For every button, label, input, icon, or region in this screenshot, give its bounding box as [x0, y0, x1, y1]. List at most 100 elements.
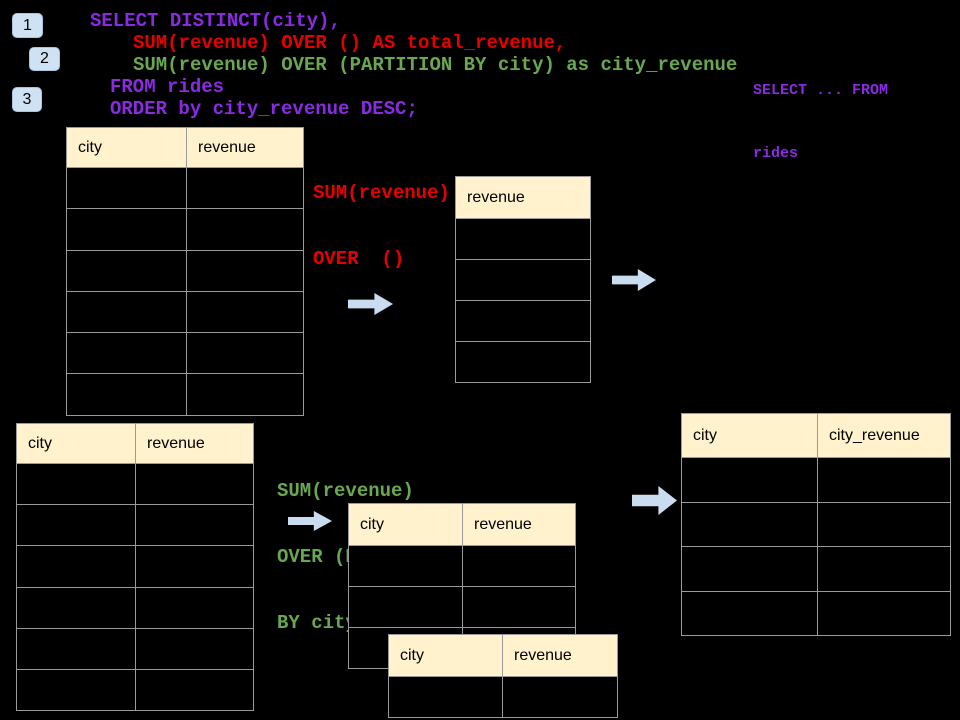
flow-arrow-to-revenue-icon [348, 293, 393, 315]
flow-arrow-to-city-revenue-icon [632, 486, 677, 515]
column-header: city [388, 634, 503, 677]
table-row [16, 545, 254, 588]
side-note: SELECT ... FROM rides [753, 38, 888, 206]
empty-cell [16, 462, 136, 506]
flow-arrow-from-revenue-icon [612, 269, 656, 291]
table-row [681, 457, 951, 503]
empty-cell [681, 457, 818, 503]
empty-cell [462, 545, 576, 587]
step-badge-2: 2 [29, 47, 60, 71]
table-row [455, 259, 591, 301]
empty-cell [66, 249, 187, 292]
table-revenue-only: revenue [455, 176, 591, 383]
column-header: city [66, 127, 187, 168]
empty-cell [16, 545, 136, 588]
empty-cell [455, 341, 591, 383]
empty-cell [135, 627, 254, 670]
side-note-line-1: SELECT ... FROM [753, 82, 889, 99]
annotation-total-line-2: OVER () [313, 248, 405, 270]
table-row [66, 166, 304, 210]
step-badge-1: 1 [12, 13, 43, 38]
table-row [681, 546, 951, 592]
table-row [681, 501, 951, 547]
empty-cell [186, 332, 304, 375]
empty-cell [186, 249, 304, 292]
annotation-partition-line-1: SUM(revenue) [277, 480, 414, 502]
table-row [455, 341, 591, 383]
empty-cell [66, 373, 187, 416]
table-row [455, 300, 591, 342]
empty-cell [66, 332, 187, 375]
empty-cell [455, 300, 591, 342]
empty-cell [455, 259, 591, 301]
sql-line-total-revenue: SUM(revenue) OVER () AS total_revenue, [133, 32, 567, 54]
empty-cell [817, 546, 951, 592]
empty-cell [16, 504, 136, 547]
table-row [16, 462, 254, 506]
column-header: revenue [462, 503, 576, 546]
empty-cell [388, 676, 503, 718]
column-header: city [681, 413, 818, 458]
column-header: city [16, 423, 136, 464]
empty-cell [455, 218, 591, 260]
table-row [16, 586, 254, 629]
empty-cell [16, 668, 136, 712]
column-header: revenue [502, 634, 618, 677]
empty-cell [348, 545, 463, 587]
empty-cell [135, 668, 254, 712]
table-row [66, 208, 304, 251]
table-row [681, 590, 951, 636]
empty-cell [16, 627, 136, 670]
sql-line-from: FROM rides [110, 76, 225, 98]
empty-cell [66, 208, 187, 251]
step-badge-3: 3 [12, 87, 42, 112]
empty-cell [186, 373, 304, 416]
empty-cell [186, 166, 304, 210]
empty-cell [817, 457, 951, 503]
empty-cell [348, 586, 463, 628]
table-row [16, 668, 254, 712]
sql-line-city-revenue: SUM(revenue) OVER (PARTITION BY city) as… [133, 54, 738, 76]
empty-cell [186, 290, 304, 334]
table-row [348, 586, 576, 628]
empty-cell [135, 545, 254, 588]
side-note-line-2: rides [753, 145, 799, 162]
empty-cell [681, 546, 818, 592]
empty-cell [681, 590, 818, 636]
empty-cell [66, 290, 187, 334]
table-row [66, 373, 304, 416]
annotation-total-line-1: SUM(revenue) [313, 182, 450, 204]
table-row [66, 249, 304, 292]
empty-cell [135, 586, 254, 629]
sql-line-order-by: ORDER by city_revenue DESC; [110, 98, 418, 120]
sql-line-select: SELECT DISTINCT(city), [90, 10, 341, 32]
empty-cell [186, 208, 304, 251]
table-row [16, 504, 254, 547]
empty-cell [817, 590, 951, 636]
empty-cell [16, 586, 136, 629]
table-row [66, 290, 304, 334]
column-header: revenue [455, 176, 591, 219]
column-header: revenue [135, 423, 254, 464]
table-row [388, 676, 618, 718]
empty-cell [135, 462, 254, 506]
empty-cell [135, 504, 254, 547]
flow-arrow-to-partition-icon [288, 511, 332, 531]
table-row [455, 218, 591, 260]
empty-cell [502, 676, 618, 718]
empty-cell [817, 501, 951, 547]
column-header: city [348, 503, 463, 546]
empty-cell [66, 166, 187, 210]
empty-cell [462, 586, 576, 628]
column-header: city_revenue [817, 413, 951, 458]
empty-cell [681, 501, 818, 547]
table-row [16, 627, 254, 670]
table-row [348, 545, 576, 587]
column-header: revenue [186, 127, 304, 168]
table-row [66, 332, 304, 375]
annotation-total-revenue: SUM(revenue) OVER () [313, 138, 450, 314]
